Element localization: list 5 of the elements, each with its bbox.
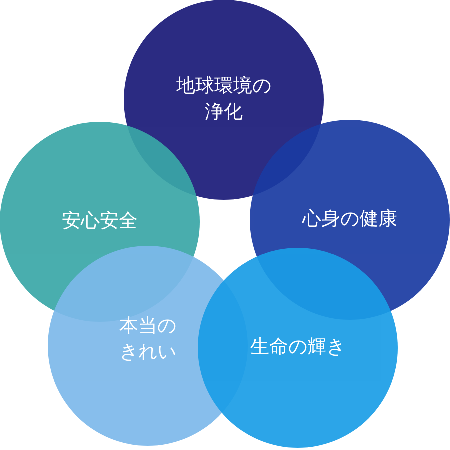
node-label: 地球環境の浄化 [176, 74, 272, 125]
node-label: 安心安全 [61, 209, 139, 234]
node-label: 本当のきれい [118, 314, 178, 365]
node-label: 生命の輝き [250, 335, 346, 360]
node-label: 心身の健康 [301, 207, 398, 232]
